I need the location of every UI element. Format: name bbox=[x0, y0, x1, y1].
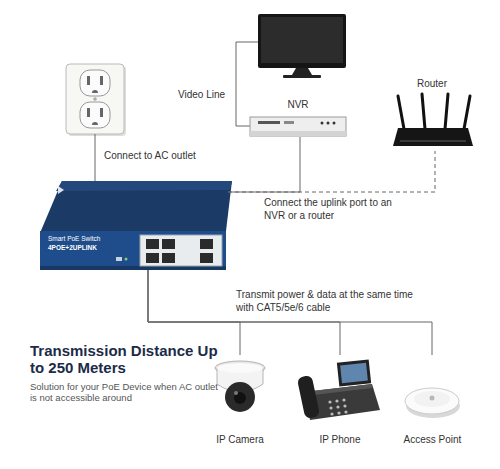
switch-model: Smart PoE Switch bbox=[48, 235, 143, 243]
network-cable bbox=[228, 137, 300, 192]
cable-label: Video Line bbox=[178, 89, 238, 101]
power-label: Connect to AC outlet bbox=[104, 150, 234, 162]
headline: Transmission Distance Up to 250 Meters bbox=[30, 343, 220, 376]
ip-phone-device: IP Phone bbox=[295, 355, 385, 450]
camera-illustration bbox=[215, 361, 265, 412]
device-label: IP Phone bbox=[295, 434, 385, 446]
nvr-illustration bbox=[250, 117, 346, 136]
router-device: Router bbox=[390, 78, 474, 151]
device-label: NVR bbox=[248, 99, 348, 111]
ac-outlet bbox=[66, 64, 126, 136]
poe-switch: Smart PoE Switch4POE+2UPLINK bbox=[40, 180, 228, 270]
monitor bbox=[258, 14, 346, 78]
device-label: Access Point bbox=[390, 434, 475, 446]
edge-label: Transmit power & data at the same time w… bbox=[236, 289, 426, 314]
video-cable bbox=[236, 42, 258, 126]
power-cord bbox=[95, 134, 96, 183]
phone-illustration bbox=[297, 359, 380, 420]
access-point-device: Access Point bbox=[390, 355, 475, 450]
dashed-uplink bbox=[228, 151, 435, 192]
ip-camera-device: IP Camera bbox=[205, 355, 275, 450]
nvr-device: NVR bbox=[248, 99, 348, 137]
edge-label: Connect the uplink port to an NVR or a r… bbox=[264, 197, 404, 222]
device-label: IP Camera bbox=[205, 434, 275, 446]
access-point-illustration bbox=[405, 388, 460, 418]
device-label: Router bbox=[390, 78, 474, 90]
subheadline: Solution for your PoE Device when AC out… bbox=[30, 381, 218, 404]
port-spec: 4POE+2UPLINK bbox=[48, 244, 143, 252]
switch-illustration bbox=[40, 181, 232, 270]
router-illustration bbox=[393, 94, 473, 146]
